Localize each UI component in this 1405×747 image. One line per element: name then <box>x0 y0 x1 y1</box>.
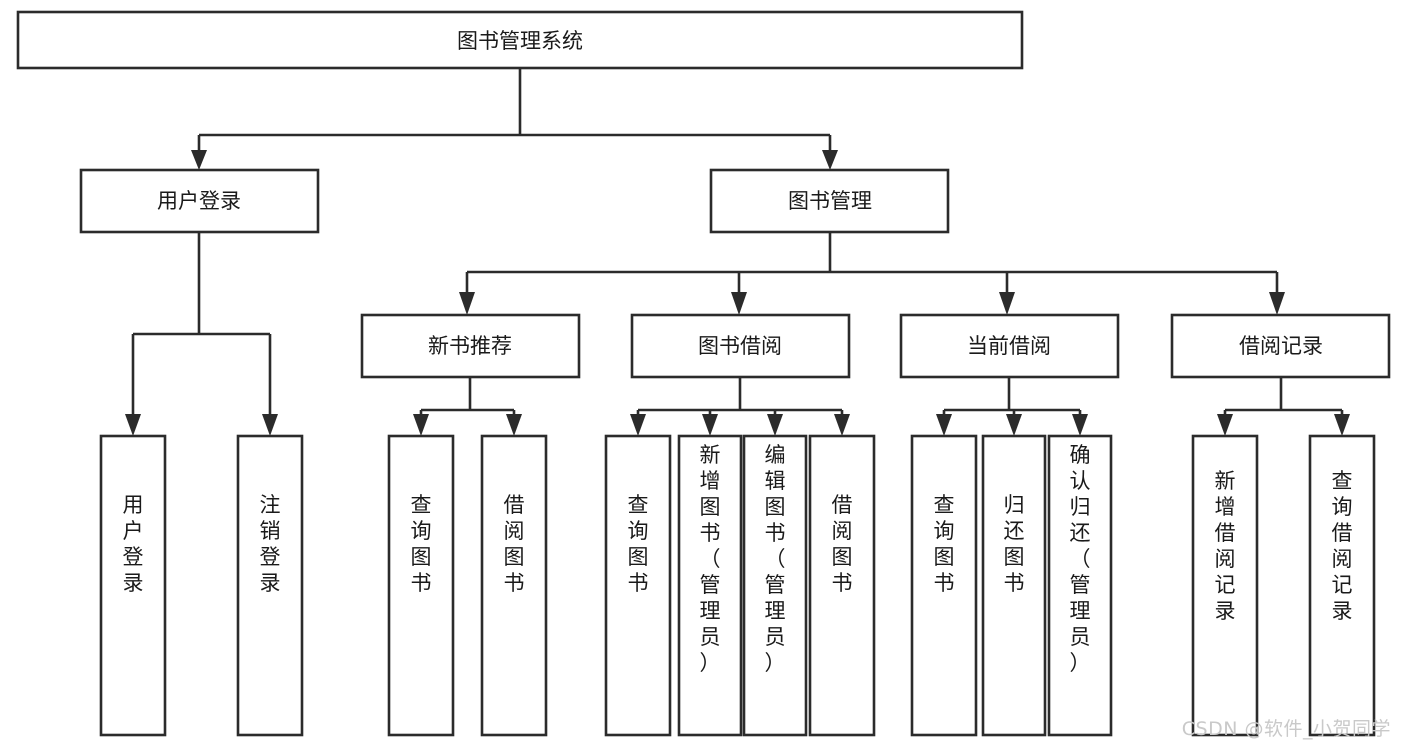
arrow-head-leaf-user-login <box>125 414 141 436</box>
leaf-bb-query-book[interactable]: 查询图书 <box>604 434 672 737</box>
leaf-bb-edit-book-box[interactable] <box>742 434 808 737</box>
leaf-nb-borrow-book[interactable]: 借阅图书 <box>480 434 548 737</box>
node-root[interactable]: 图书管理系统 <box>16 10 1024 70</box>
arrow-head-cb-leaf-2 <box>1006 414 1022 436</box>
leaf-bb-edit-book-label: 编辑图书（管理员） <box>765 443 786 675</box>
leaf-nb-query-book-label: 查询图书 <box>411 493 432 595</box>
node-borrow-records[interactable]: 借阅记录 <box>1170 313 1391 379</box>
node-user-login-box[interactable] <box>79 168 320 234</box>
arrow-head-current-borrow <box>999 292 1015 315</box>
arrow-head-leaf-logout <box>262 414 278 436</box>
leaf-br-query-record[interactable]: 查询借阅记录 <box>1308 434 1376 737</box>
arrow-head-br-leaf-2 <box>1334 414 1350 436</box>
leaf-user-login-box[interactable] <box>99 434 167 737</box>
node-new-book-recommend-label: 新书推荐 <box>428 334 512 358</box>
leaf-nb-query-book[interactable]: 查询图书 <box>387 434 455 737</box>
leaf-bb-query-book-box[interactable] <box>604 434 672 737</box>
leaf-bb-add-book-box[interactable] <box>677 434 743 737</box>
arrow-head-nb-leaf-1 <box>413 414 429 436</box>
node-borrow-records-box[interactable] <box>1170 313 1391 379</box>
arrow-head-book-mgmt <box>822 150 838 170</box>
connector-group <box>125 68 1350 436</box>
leaf-cb-confirm-return[interactable]: 确认归还（管理员） <box>1047 434 1113 737</box>
leaf-bb-edit-book[interactable]: 编辑图书（管理员） <box>742 434 808 737</box>
arrow-head-cb-leaf-3 <box>1072 414 1088 436</box>
leaf-cb-return-book-label: 归还图书 <box>1004 493 1025 595</box>
leaf-nb-query-book-box[interactable] <box>387 434 455 737</box>
leaf-br-query-record-label: 查询借阅记录 <box>1332 469 1353 623</box>
node-book-borrow[interactable]: 图书借阅 <box>630 313 851 379</box>
node-borrow-records-label: 借阅记录 <box>1239 334 1323 358</box>
leaf-br-add-record[interactable]: 新增借阅记录 <box>1191 434 1259 737</box>
node-user-login-label: 用户登录 <box>157 189 241 213</box>
leaf-bb-borrow-book-label: 借阅图书 <box>832 493 853 595</box>
leaf-logout[interactable]: 注销登录 <box>236 434 304 737</box>
arrow-head-new-books <box>459 292 475 315</box>
leaf-cb-query-book[interactable]: 查询图书 <box>910 434 978 737</box>
leaf-br-add-record-box[interactable] <box>1191 434 1259 737</box>
node-book-borrow-box[interactable] <box>630 313 851 379</box>
node-current-borrow-label: 当前借阅 <box>967 334 1051 358</box>
leaf-cb-confirm-return-box[interactable] <box>1047 434 1113 737</box>
arrow-head-br-leaf-1 <box>1217 414 1233 436</box>
arrow-head-user-login <box>191 150 207 170</box>
leaf-nb-borrow-book-box[interactable] <box>480 434 548 737</box>
leaf-cb-confirm-return-label: 确认归还（管理员） <box>1070 443 1091 675</box>
leaf-cb-query-book-box[interactable] <box>910 434 978 737</box>
node-current-borrow[interactable]: 当前借阅 <box>899 313 1120 379</box>
leaf-bb-borrow-book-box[interactable] <box>808 434 876 737</box>
leaf-user-login-label: 用户登录 <box>123 493 144 595</box>
leaf-cb-query-book-label: 查询图书 <box>934 493 955 595</box>
leaf-cb-return-book[interactable]: 归还图书 <box>981 434 1047 737</box>
leaf-logout-box[interactable] <box>236 434 304 737</box>
arrow-head-bb-leaf-1 <box>630 414 646 436</box>
node-book-borrow-label: 图书借阅 <box>698 334 782 358</box>
leaf-logout-label: 注销登录 <box>260 493 281 595</box>
node-current-borrow-box[interactable] <box>899 313 1120 379</box>
leaf-bb-add-book[interactable]: 新增图书（管理员） <box>677 434 743 737</box>
node-root-label: 图书管理系统 <box>457 29 583 53</box>
arrow-head-book-borrow <box>731 292 747 315</box>
leaf-br-add-record-label: 新增借阅记录 <box>1215 469 1236 623</box>
node-user-login[interactable]: 用户登录 <box>79 168 320 234</box>
arrow-head-bb-leaf-3 <box>767 414 783 436</box>
node-book-management[interactable]: 图书管理 <box>709 168 950 234</box>
leaf-user-login[interactable]: 用户登录 <box>99 434 167 737</box>
leaf-bb-add-book-label: 新增图书（管理员） <box>700 443 721 675</box>
node-new-book-recommend-box[interactable] <box>360 313 581 379</box>
arrow-head-bb-leaf-2 <box>702 414 718 436</box>
leaf-br-query-record-box[interactable] <box>1308 434 1376 737</box>
arrow-head-cb-leaf-1 <box>936 414 952 436</box>
arrow-head-bb-leaf-4 <box>834 414 850 436</box>
node-book-management-label: 图书管理 <box>788 189 872 213</box>
leaf-bb-borrow-book[interactable]: 借阅图书 <box>808 434 876 737</box>
leaf-nb-borrow-book-label: 借阅图书 <box>504 493 525 595</box>
node-book-management-box[interactable] <box>709 168 950 234</box>
arrow-head-borrow-records <box>1269 292 1285 315</box>
leaf-cb-return-book-box[interactable] <box>981 434 1047 737</box>
leaf-bb-query-book-label: 查询图书 <box>628 493 649 595</box>
arrow-head-nb-leaf-2 <box>506 414 522 436</box>
node-new-book-recommend[interactable]: 新书推荐 <box>360 313 581 379</box>
node-root-box[interactable] <box>16 10 1024 70</box>
